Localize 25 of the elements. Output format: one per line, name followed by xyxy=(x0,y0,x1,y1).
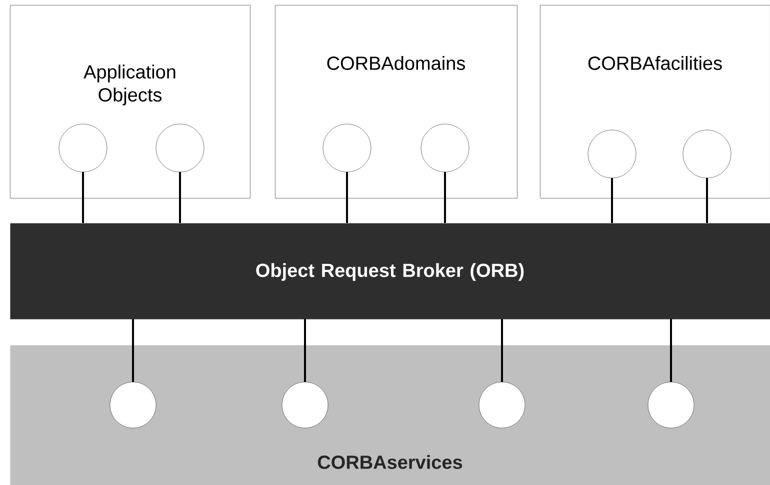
connector-line xyxy=(346,172,348,223)
component-box: CORBAfacilities xyxy=(540,5,770,198)
connector-line xyxy=(501,319,503,382)
connector-line xyxy=(304,319,306,382)
connector-line xyxy=(670,319,672,382)
interface-circle xyxy=(588,130,636,178)
connector-line xyxy=(132,319,134,382)
component-box: Application Objects xyxy=(10,5,250,198)
interface-circle xyxy=(322,124,372,172)
connector-line xyxy=(611,178,613,223)
interface-circle xyxy=(156,124,204,172)
interface-circle xyxy=(110,382,156,428)
services-band: CORBAservices xyxy=(10,345,770,485)
component-box: CORBAdomains xyxy=(275,5,518,198)
interface-circle xyxy=(648,382,694,428)
connector-line xyxy=(706,178,708,223)
interface-circle xyxy=(58,124,108,172)
interface-circle xyxy=(420,124,470,172)
connector-line xyxy=(179,172,181,223)
connector-line xyxy=(82,172,84,223)
broker-band: Object Request Broker (ORB) xyxy=(10,223,770,320)
connector-line xyxy=(444,172,446,223)
interface-circle xyxy=(478,382,526,428)
interface-circle xyxy=(282,382,328,428)
interface-circle xyxy=(682,130,732,178)
